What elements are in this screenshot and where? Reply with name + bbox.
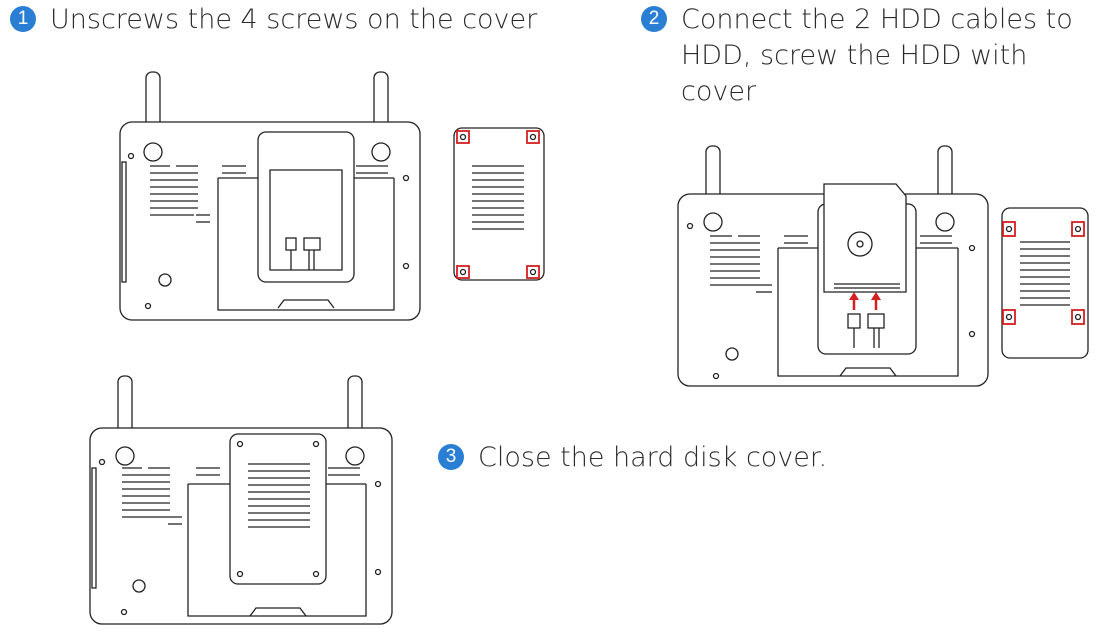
step-2: 2 Connect the 2 HDD cables to HDD, screw… (641, 2, 1096, 110)
hdd-cover (1001, 207, 1089, 359)
step-instruction: Unscrews the 4 screws on the cover (50, 4, 538, 35)
hdd-cover-illustration (1001, 207, 1089, 359)
step-number-badge: 3 (438, 444, 464, 470)
hdd-cable-connector (285, 237, 297, 251)
hdd-cover (453, 127, 545, 281)
step-instruction: Close the hard disk cover. (478, 442, 828, 473)
hdd-cable-connector (867, 313, 885, 329)
vent-grille (710, 235, 952, 293)
step-1: 1 Unscrews the 4 screws on the cover (10, 2, 537, 38)
insert-arrow (849, 292, 881, 310)
screw-highlight (1071, 221, 1085, 237)
step-instruction: Connect the 2 HDD cables to HDD, screw t… (681, 4, 1073, 107)
vent-grille (1020, 241, 1070, 306)
hdd-bay-open (257, 131, 355, 283)
device-rear-hdd-illustration (677, 145, 989, 387)
hdd-drive (823, 183, 907, 293)
screw-highlight (1071, 309, 1085, 325)
screw-highlight (1002, 221, 1016, 237)
step-number-badge: 1 (10, 6, 36, 32)
device-rear-open-illustration (119, 71, 421, 321)
vent-grille (122, 467, 360, 525)
hdd-cable-connector (847, 313, 861, 329)
hdd-cover-closed (229, 433, 327, 585)
power-icon (725, 347, 739, 361)
device-rear-closed-illustration (89, 375, 393, 625)
screw-highlight (456, 265, 470, 279)
screw-highlight (526, 265, 540, 279)
power-icon (158, 273, 172, 287)
step-3: 3 Close the hard disk cover. (438, 440, 827, 476)
hdd-cover-illustration (453, 127, 545, 281)
screw-highlight (1002, 309, 1016, 325)
hdd-cable-connector (303, 237, 321, 251)
vent-grille (150, 165, 388, 223)
power-icon (132, 579, 146, 593)
screw-highlight (526, 130, 540, 144)
screw-highlight (456, 130, 470, 144)
step-number-badge: 2 (641, 6, 667, 32)
vent-grille (472, 165, 524, 230)
